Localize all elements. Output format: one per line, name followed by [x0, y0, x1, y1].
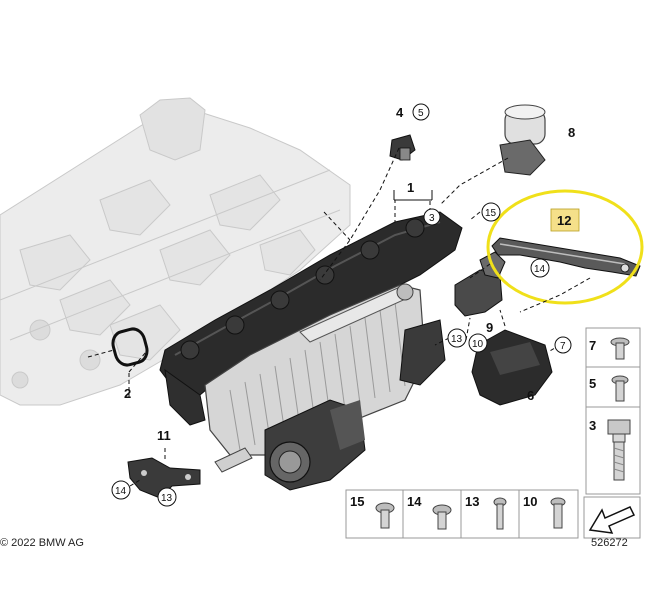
part-4-sensor: [389, 134, 416, 161]
part-6-actuator: [471, 329, 553, 406]
screw-15-icon: [375, 502, 395, 529]
image-number: 526272: [591, 537, 628, 549]
callout-12: 12: [557, 213, 571, 228]
highlight-ellipse: [486, 189, 644, 305]
screw-10-icon: [550, 497, 566, 529]
callout-8: 8: [568, 125, 575, 140]
callout-11: 11: [157, 428, 171, 443]
legend-bottom-13: 13: [465, 494, 479, 509]
legend-bottom-15: 15: [350, 494, 364, 509]
part-11-bracket: [127, 457, 201, 499]
bolt-3-icon: [607, 419, 631, 481]
circle-callout-15: 15: [485, 208, 497, 219]
circle-callout-13-bottom: 13: [161, 493, 173, 504]
screw-5-icon: [611, 375, 629, 402]
callout-4: 4: [396, 105, 404, 120]
callout-1: 1: [407, 180, 414, 195]
legend-right-7: 7: [589, 338, 596, 353]
circle-callout-7: 7: [560, 341, 566, 352]
legend-bottom-10: 10: [523, 494, 537, 509]
circle-callout-14-top: 14: [534, 264, 546, 275]
screw-13-icon: [493, 497, 507, 530]
legend-right-3: 3: [589, 418, 596, 433]
circle-callout-14-bottom: 14: [115, 486, 127, 497]
part-9-sensor: [454, 251, 506, 317]
circled-callouts: 5 3 15 14 13 10 7 14 13: [111, 103, 572, 507]
legend-bottom: 15 14 13 10: [345, 489, 579, 539]
callout-2: 2: [124, 386, 131, 401]
circle-callout-10: 10: [472, 339, 484, 350]
copyright-text: © 2022 BMW AG: [0, 537, 84, 549]
direction-arrow-box: [583, 496, 641, 539]
part-12-rail: [491, 237, 641, 277]
callout-9: 9: [486, 320, 493, 335]
circle-callout-5: 5: [418, 108, 424, 119]
circle-callout-3: 3: [429, 213, 435, 224]
cylinder-head-ghost: [0, 97, 351, 406]
screw-7-icon: [610, 337, 630, 360]
callout-12-box: [550, 208, 580, 232]
screw-14-icon: [432, 504, 452, 530]
part-8-valve: [499, 104, 546, 176]
legend-bottom-14: 14: [407, 494, 422, 509]
gasket-ring: [111, 327, 149, 367]
legend-right-5: 5: [589, 376, 596, 391]
circle-callout-13-mid: 13: [451, 334, 463, 345]
callout-6: 6: [527, 388, 534, 403]
intake-manifold: [159, 211, 463, 491]
arrow-icon: [588, 506, 636, 534]
legend-right: 7 5 3: [585, 327, 641, 495]
